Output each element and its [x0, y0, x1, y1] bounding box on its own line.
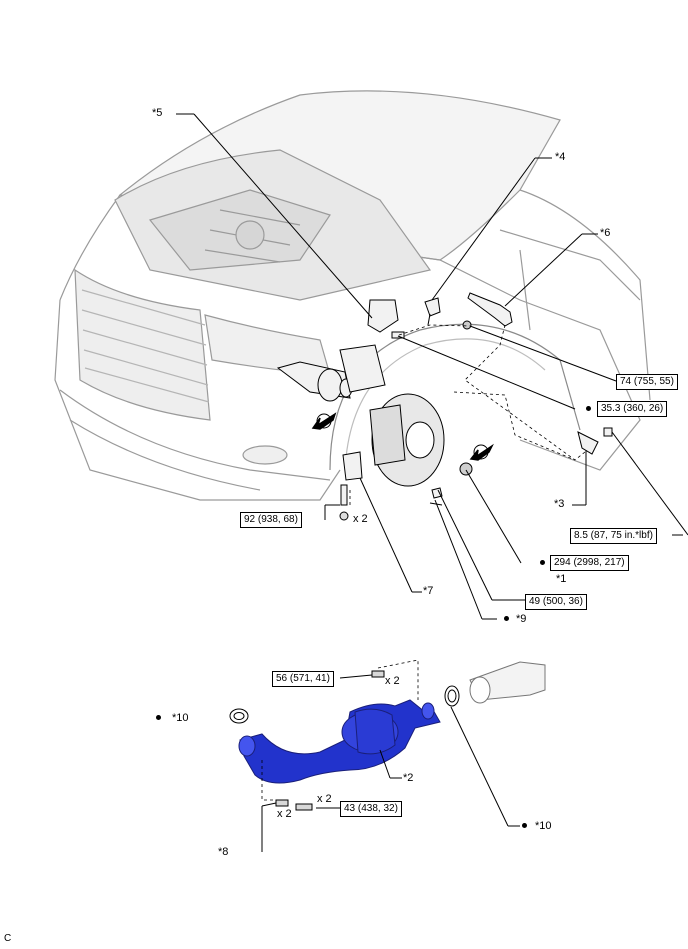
torque-spec-92: 92 (938, 68) — [240, 512, 302, 528]
exhaust-pipe — [238, 699, 441, 784]
quantity-8: x 2 — [277, 808, 292, 820]
callout-2: *2 — [403, 772, 414, 784]
bullet-dot — [586, 406, 591, 411]
callout-10-right: *10 — [535, 820, 552, 832]
torque-spec-8-5: 8.5 (87, 75 in.*lbf) — [570, 528, 657, 544]
bullet-dot — [540, 560, 545, 565]
callout-10-left: *10 — [172, 712, 189, 724]
callout-4: *4 — [555, 151, 566, 163]
torque-spec-35-3: 35.3 (360, 26) — [597, 401, 668, 417]
torque-spec-294: 294 (2998, 217) — [550, 555, 629, 571]
figure-code: C — [4, 933, 12, 944]
callout-8: *8 — [218, 846, 229, 858]
suspension-parts — [276, 292, 613, 521]
dashed-guides — [261, 324, 586, 801]
vehicle-illustration — [54, 90, 651, 501]
quantity-92: x 2 — [353, 513, 368, 525]
torque-spec-74: 74 (755, 55) — [616, 374, 678, 390]
leader-lines — [176, 113, 688, 852]
bullet-dot — [522, 823, 527, 828]
torque-spec-56: 56 (571, 41) — [272, 671, 334, 687]
callout-3: *3 — [554, 498, 565, 510]
callout-5: *5 — [152, 107, 163, 119]
fastener-icons — [275, 670, 385, 811]
callout-6: *6 — [600, 227, 611, 239]
bullet-dot — [156, 715, 161, 720]
torque-spec-49: 49 (500, 36) — [525, 594, 587, 610]
quantity-43: x 2 — [317, 793, 332, 805]
callout-1: *1 — [556, 573, 567, 585]
torque-spec-43: 43 (438, 32) — [340, 801, 402, 817]
callout-9: *9 — [516, 613, 527, 625]
callout-7: *7 — [423, 585, 434, 597]
converter-outline — [469, 661, 546, 704]
gasket-icons — [229, 685, 460, 724]
rotation-arrow-icons — [311, 412, 494, 461]
quantity-56: x 2 — [385, 675, 400, 687]
bullet-dot — [504, 616, 509, 621]
